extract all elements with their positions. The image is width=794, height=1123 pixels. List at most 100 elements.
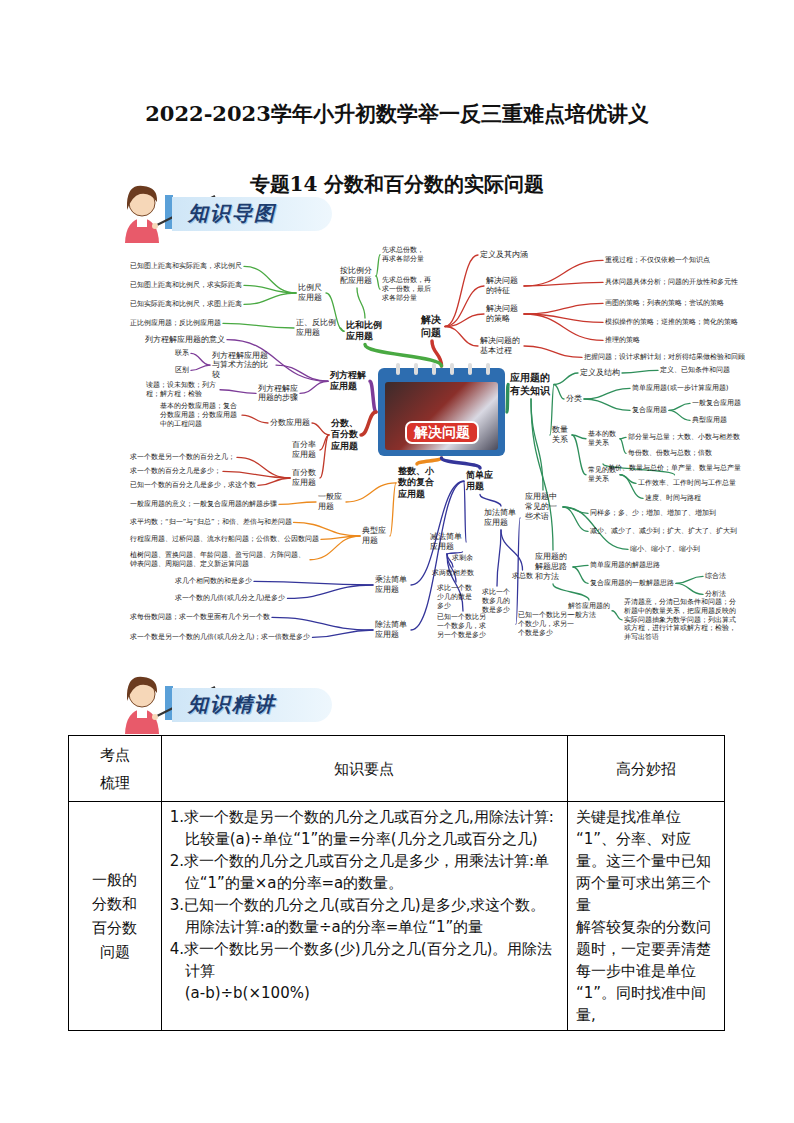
branch-line (445, 286, 484, 327)
branch-node: 分类 (566, 394, 582, 404)
node-text: 整数、小数的复合应用题 (398, 466, 436, 500)
branch-line (244, 293, 296, 304)
branch-line (365, 345, 442, 367)
topic-node: 解决问题 (421, 314, 443, 339)
node-text: 解答应用题的一般方法 (568, 602, 610, 620)
node-text: 简单应用题(或一步计算应用题) (632, 384, 728, 393)
branch-line (294, 522, 360, 536)
node-text: 行程应用题、过桥问题、流水行船问题；公倍数、公因数问题 (130, 535, 319, 544)
branch-line (223, 323, 294, 328)
branch-line (361, 412, 376, 435)
branch-node: 求每份数问题；求一个数里面有几个另一个数 (130, 613, 270, 622)
node-text: 模拟操作的策略；逆推的策略；简化的策略 (605, 318, 738, 327)
branch-node: 百分数应用题 (292, 468, 318, 488)
branch-line (254, 581, 373, 585)
branch-node: 模拟操作的策略；逆推的策略；简化的策略 (605, 318, 738, 327)
branch-node: 应用题中常见的一些术语 (525, 492, 561, 522)
node-text: 速度、时间与路程 (645, 494, 701, 503)
branch-line (572, 435, 586, 475)
branch-node: 具体问题具体分析；问题的开放性和多元性 (605, 278, 738, 287)
node-text: 求几个相同数的和是多少 (175, 577, 252, 586)
node-text: 已知图上距离和比例尺，求实际距离 (130, 281, 242, 290)
branch-line (584, 388, 630, 399)
branch-node: 求一个数的几倍(或几分之几)是多少 (175, 594, 285, 603)
table-header: 知识要点 (334, 760, 394, 778)
knowledge-item: 2.求一个数的几分之几或百分之几是多少，用乘法计算:单位“1”的量×a的分率=a… (170, 850, 559, 894)
calendar-ring (450, 363, 454, 375)
branch-node: 定义及结构 (580, 368, 620, 378)
branch-line (447, 552, 463, 554)
branch-node: 复合应用题的一般解题思路 (590, 579, 674, 588)
node-text: 解决问题的特征 (486, 276, 522, 296)
branch-line (242, 415, 268, 423)
table-cell-text: 一般的分数和百分数问题 (92, 868, 139, 964)
branch-line (445, 314, 484, 327)
branch-node: 列方程解应用题的步骤 (258, 384, 298, 403)
branch-node: 典型应用题 (362, 526, 388, 546)
branch-node: 应用题的解题思路和方法 (535, 552, 571, 582)
node-text: 求两数相差数 (432, 569, 474, 578)
branch-node: 已知一个数比另一个数少几，求另一个数是多少 (518, 611, 576, 637)
branch-line (554, 385, 564, 400)
branch-line (445, 327, 478, 347)
page-title: 2022-2023学年小升初数学举一反三重难点培优讲义 (0, 100, 794, 128)
node-text: 应用题的解题思路和方法 (535, 552, 571, 582)
branch-node: 解答应用题的一般方法 (568, 602, 610, 620)
topic-node: 列方程解应用题 (330, 370, 368, 393)
branch-node: 列方程解应用题的意义 (145, 335, 225, 344)
branch-node: 一般复合应用题 (692, 399, 741, 408)
node-text: 定义及结构 (580, 368, 620, 378)
branch-line (191, 365, 210, 370)
branch-line (573, 565, 588, 567)
knowledge-item: 3.已知一个数的几分之几(或百分之几)是多少,求这个数。用除法计算:a的数量÷a… (170, 894, 559, 938)
branch-node: 求剩余 (452, 554, 473, 563)
branch-node: 读题；设未知数；列方程；解方程；检验 (146, 381, 218, 399)
branch-line (312, 630, 373, 637)
node-text: 求一个数是另一个数的百分之几； (130, 453, 235, 462)
branch-node: 一般应用题的意义；一般复合应用题的解题步骤 (130, 500, 277, 509)
node-text: 重视过程；不仅仅依赖一个知识点 (605, 256, 710, 265)
node-text: 区别 (175, 366, 189, 375)
table-cell: 考点梳理 (69, 736, 162, 802)
branch-node: 减少、减少了、减少到；扩大、扩大了、扩大到 (590, 527, 737, 536)
calendar-ring (468, 363, 472, 375)
branch-node: 画图的策略；列表的策略；尝试的策略 (605, 299, 724, 308)
node-text: 简单应用题的解题思路 (590, 561, 660, 570)
node-text: 联系 (175, 349, 189, 358)
table-cell: 高分妙招 (567, 736, 724, 802)
branch-node: 求比一个数少几的数是多少 (437, 584, 475, 610)
branch-node: 列方程解应用题与算术方法的比较 (212, 351, 274, 379)
node-text: 每份数、份数与总数；倍数 (628, 449, 712, 458)
branch-node: 基本的数量关系 (588, 430, 618, 448)
branch-node: 把握问题；设计求解计划；对所得结果做检验和回顾 (584, 353, 745, 362)
table-cell: 知识要点 (161, 736, 567, 802)
node-text: 列方程解应用题的意义 (145, 335, 225, 344)
branch-node: 已知实际距离和比例尺，求图上距离 (130, 300, 242, 309)
branch-line (524, 260, 603, 286)
node-text: 减少、减少了、减少到；扩大、扩大了、扩大到 (590, 527, 737, 536)
topic-node: 应用题的有关知识 (510, 372, 552, 397)
branch-node: 缩小、缩小了、缩小到 (630, 545, 700, 554)
node-text: 分数应用题 (270, 418, 310, 428)
node-text: 基本的数量关系 (588, 430, 618, 448)
branch-node: 已知图上距离和实际距离，求比例尺 (130, 262, 242, 271)
node-text: 推理的策略 (605, 336, 640, 345)
branch-node: 弄清题意，分清已知条件和问题；分析题中的数量关系，把应用题反映的实际问题抽象为数… (624, 598, 740, 642)
branch-line (244, 266, 296, 293)
node-text: 综合法 (705, 572, 726, 581)
branch-node: 区别 (175, 366, 189, 375)
node-text: 先求总份数，再求一份数，最后求各部分量 (382, 276, 434, 302)
branch-node: 速度、时间与路程 (645, 494, 701, 503)
table-cell: 一般的分数和百分数问题 (69, 802, 162, 1031)
branch-line (312, 423, 329, 435)
node-text: 求一个数的百分之几是多少； (130, 467, 221, 476)
branch-line (320, 435, 329, 478)
branch-line (442, 458, 481, 468)
topic-node: 整数、小数的复合应用题 (398, 466, 436, 500)
branch-line (573, 567, 588, 583)
branch-node: 求一个数是另一个数的百分之几； (130, 453, 235, 462)
node-text: 基本的分数应用题；复合分数应用题；分数应用题中的工程问题 (160, 402, 240, 428)
topic-node: 简单应用题 (466, 470, 494, 493)
branch-node: 已知图上距离和比例尺，求实际距离 (130, 281, 242, 290)
branch-node: 正、反比例应用题 (296, 318, 338, 338)
